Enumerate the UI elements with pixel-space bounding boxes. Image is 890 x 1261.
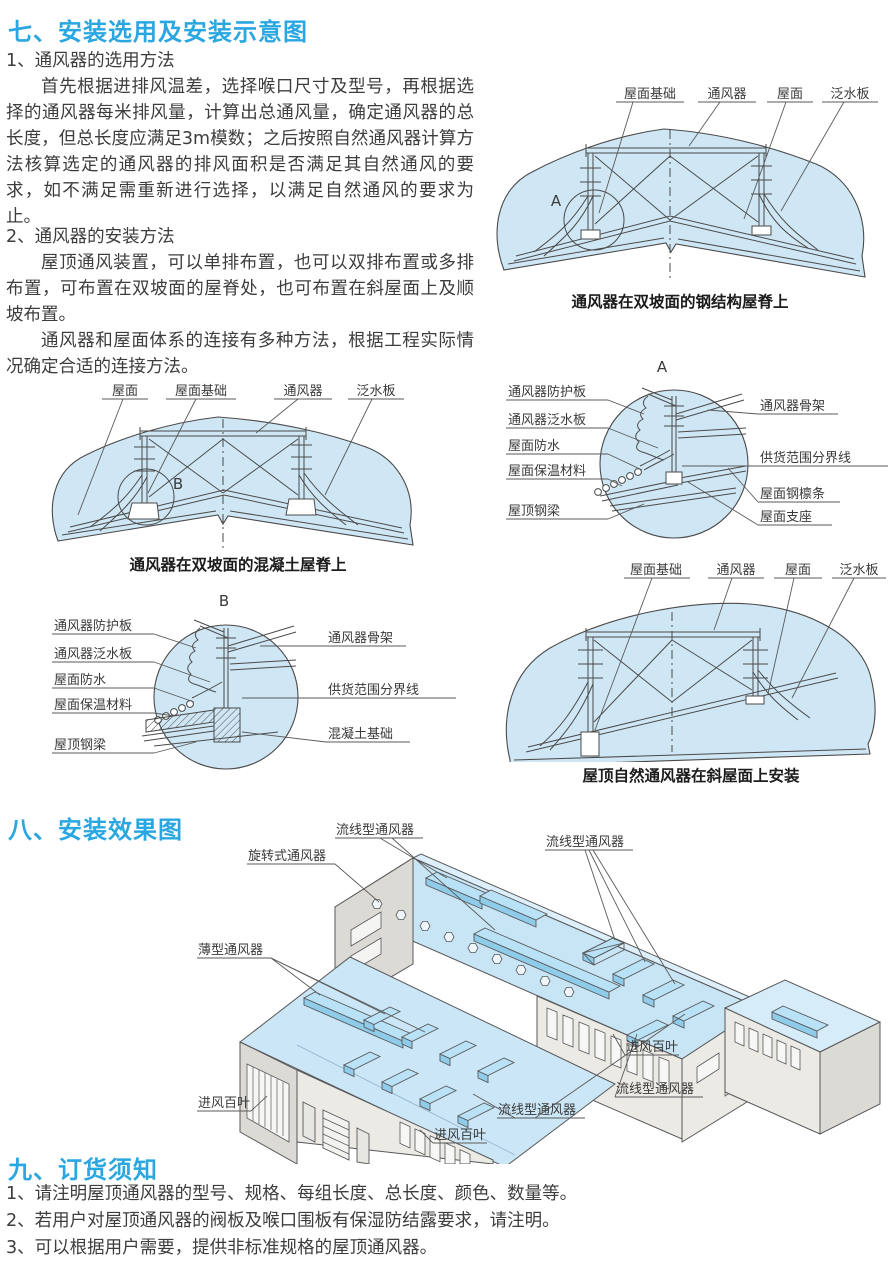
detail-b: B 通风器防护板 通风器泛水板 屋面防水 屋面保温材料 bbox=[28, 592, 458, 797]
caption-slope-install: 屋顶自然通风器在斜屋面上安装 bbox=[582, 767, 800, 785]
label-vent-frame: 通风器骨架 bbox=[328, 631, 393, 646]
label-thin-vent: 薄型通风器 bbox=[198, 943, 263, 958]
garage-door bbox=[322, 1109, 350, 1161]
label-roof-waterproof: 屋面防水 bbox=[54, 672, 106, 688]
streamline-vents-main bbox=[424, 871, 716, 1047]
detail-b-drawing: B 通风器防护板 通风器泛水板 屋面防水 屋面保温材料 bbox=[52, 592, 456, 770]
label-roof-steel-beam: 屋顶钢梁 bbox=[54, 738, 106, 753]
label-roof-purlin: 屋面钢檩条 bbox=[760, 486, 825, 502]
label-streamline-vent-top: 流线型通风器 bbox=[336, 823, 414, 838]
diagram-steel-ridge: A 屋面基础 通风器 屋面 泛水板 通风器在双坡面的钢结构屋脊上 bbox=[470, 72, 890, 322]
label-vent-flashing-plate: 通风器泛水板 bbox=[508, 413, 586, 428]
label-roof: 屋面 bbox=[777, 87, 803, 102]
label-flashing: 泛水板 bbox=[356, 384, 395, 399]
air-inlet-louver-row-right-annex bbox=[734, 1021, 801, 1071]
label-flashing: 泛水板 bbox=[839, 563, 878, 578]
label-vent-frame: 通风器骨架 bbox=[760, 399, 825, 414]
label-air-inlet-louver-right: 进风百叶 bbox=[626, 1040, 678, 1055]
section7-item2-paragraph2: 通风器和屋面体系的连接有多种方法，根据工程实际情况确定合适的连接方法。 bbox=[6, 331, 474, 377]
caption-steel-ridge: 通风器在双坡面的钢结构屋脊上 bbox=[571, 293, 789, 311]
order-note-1: 1、请注明屋顶通风器的型号、规格、每组长度、总长度、颜色、数量等。 bbox=[6, 1184, 578, 1204]
label-rotary-vent: 旋转式通风器 bbox=[248, 849, 326, 864]
label-roof-support: 屋面支座 bbox=[760, 510, 812, 525]
door bbox=[302, 1101, 316, 1143]
section7-item1-paragraph: 首先根据进排风温差，选择喉口尺寸及型号，再根据选择的通风器每米排风量，计算出总通… bbox=[6, 77, 474, 227]
air-inlet-louver-row-main bbox=[546, 1007, 670, 1090]
label-roof-base: 屋面基础 bbox=[624, 87, 676, 102]
label-roof: 屋面 bbox=[785, 563, 811, 578]
detail-marker-a: A bbox=[657, 358, 668, 376]
diagram-slope-drawing: 屋面基础 通风器 屋面 泛水板 bbox=[505, 563, 886, 762]
label-streamline-vent-bottom: 流线型通风器 bbox=[498, 1103, 576, 1118]
rotary-vent-row bbox=[371, 899, 575, 997]
section7-item2-title: 2、通风器的安装方法 bbox=[6, 227, 175, 247]
section7-item2-paragraph1: 屋顶通风装置，可以单排布置，也可以双排布置或多排布置，可布置在双坡面的屋脊处，也… bbox=[6, 253, 474, 325]
air-inlet-louver-grid-left bbox=[246, 1063, 290, 1143]
label-vent-guard-plate: 通风器防护板 bbox=[508, 384, 586, 400]
label-roof-insulation: 屋面保温材料 bbox=[508, 464, 586, 479]
air-inlet-louver-row-front bbox=[399, 1121, 471, 1164]
label-vent-flashing-plate: 通风器泛水板 bbox=[54, 647, 132, 662]
label-roof-steel-beam: 屋顶钢梁 bbox=[508, 504, 560, 519]
order-note-2: 2、若用户对屋顶通风器的阀板及喉口围板有保湿防结露要求，请注明。 bbox=[6, 1211, 560, 1231]
factory-building-drawing: 旋转式通风器 流线型通风器 流线型通风器 薄型通风器 进风百叶 进风百叶 流线型… bbox=[197, 823, 882, 1164]
label-roof: 屋面 bbox=[112, 384, 138, 399]
label-concrete-base: 混凝土基础 bbox=[328, 726, 393, 742]
diagram-concrete-ridge: B 屋面 屋面基础 通风器 泛水板 通风器在双坡面的混凝土屋脊上 bbox=[28, 383, 448, 588]
order-note-3: 3、可以根据用户需要，提供非标准规格的屋顶通风器。 bbox=[6, 1238, 438, 1258]
detail-a-drawing: A 通风器防护板 通风器泛水板 屋面防水 屋面保温材料 bbox=[506, 358, 888, 539]
diagram-concrete-ridge-drawing: B 屋面 屋面基础 通风器 泛水板 bbox=[51, 384, 414, 548]
detail-marker-a-ref: A bbox=[551, 192, 562, 210]
label-ventilator: 通风器 bbox=[716, 563, 755, 578]
detail-a: A 通风器防护板 通风器泛水板 屋面防水 屋面保温材料 bbox=[492, 358, 890, 568]
label-ventilator: 通风器 bbox=[707, 87, 746, 102]
label-roof-base: 屋面基础 bbox=[175, 384, 227, 399]
diagram-steel-ridge-drawing: A 屋面基础 通风器 屋面 泛水板 bbox=[496, 87, 878, 279]
label-air-inlet-louver-left: 进风百叶 bbox=[198, 1096, 250, 1111]
label-roof-insulation: 屋面保温材料 bbox=[54, 698, 132, 713]
detail-marker-b-ref: B bbox=[173, 475, 183, 493]
thin-and-streamline-vents-annex bbox=[302, 991, 516, 1129]
label-streamline-vent-topright: 流线型通风器 bbox=[546, 835, 624, 850]
label-vent-guard-plate: 通风器防护板 bbox=[54, 618, 132, 634]
label-air-inlet-louver-bottom: 进风百叶 bbox=[434, 1128, 486, 1143]
section7-item1-title: 1、通风器的选用方法 bbox=[6, 51, 175, 71]
label-roof-waterproof: 屋面防水 bbox=[508, 438, 560, 454]
label-flashing: 泛水板 bbox=[830, 87, 869, 102]
label-streamline-vent-right: 流线型通风器 bbox=[616, 1082, 694, 1097]
diagram-slope-install: 屋面基础 通风器 屋面 泛水板 屋顶自然通风器在斜屋面上安装 bbox=[492, 562, 890, 790]
building-leader-lines bbox=[197, 837, 703, 1144]
label-supply-boundary: 供货范围分界线 bbox=[760, 450, 851, 466]
label-ventilator: 通风器 bbox=[283, 384, 322, 399]
caption-concrete-ridge: 通风器在双坡面的混凝土屋脊上 bbox=[129, 556, 347, 574]
detail-marker-b: B bbox=[219, 592, 229, 610]
section9-heading: 九、订货须知 bbox=[8, 1156, 158, 1184]
installation-effect-illustration: 旋转式通风器 流线型通风器 流线型通风器 薄型通风器 进风百叶 进风百叶 流线型… bbox=[185, 812, 890, 1164]
label-roof-base: 屋面基础 bbox=[630, 563, 682, 578]
label-supply-boundary: 供货范围分界线 bbox=[328, 682, 419, 698]
section8-heading: 八、安装效果图 bbox=[8, 816, 183, 844]
section7-heading: 七、安装选用及安装示意图 bbox=[8, 18, 308, 46]
door bbox=[356, 1127, 370, 1164]
